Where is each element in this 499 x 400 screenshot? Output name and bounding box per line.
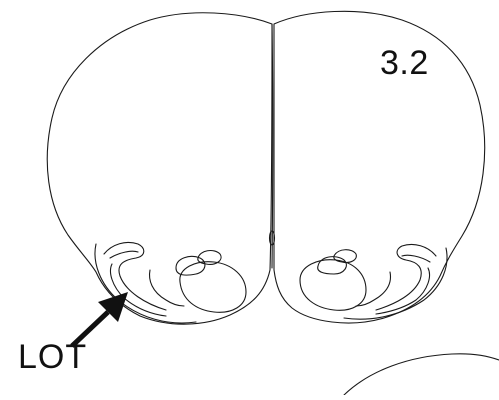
left-structure-tiny (198, 251, 221, 265)
left-hemisphere-outline (47, 13, 272, 324)
left-structure-large (180, 262, 246, 313)
adjacent-section-outline (344, 354, 499, 395)
right-structure-large (300, 260, 366, 311)
right-ventral-band-outer (344, 248, 447, 319)
right-ventral-band-inner2 (376, 255, 430, 314)
section-level-label: 3.2 (380, 46, 429, 80)
right-ventral-band-inner3 (356, 272, 390, 306)
lot-label: LOT (18, 340, 87, 374)
right-ventral-band-inner1 (376, 244, 436, 310)
left-ventral-band-inner3 (150, 270, 184, 306)
